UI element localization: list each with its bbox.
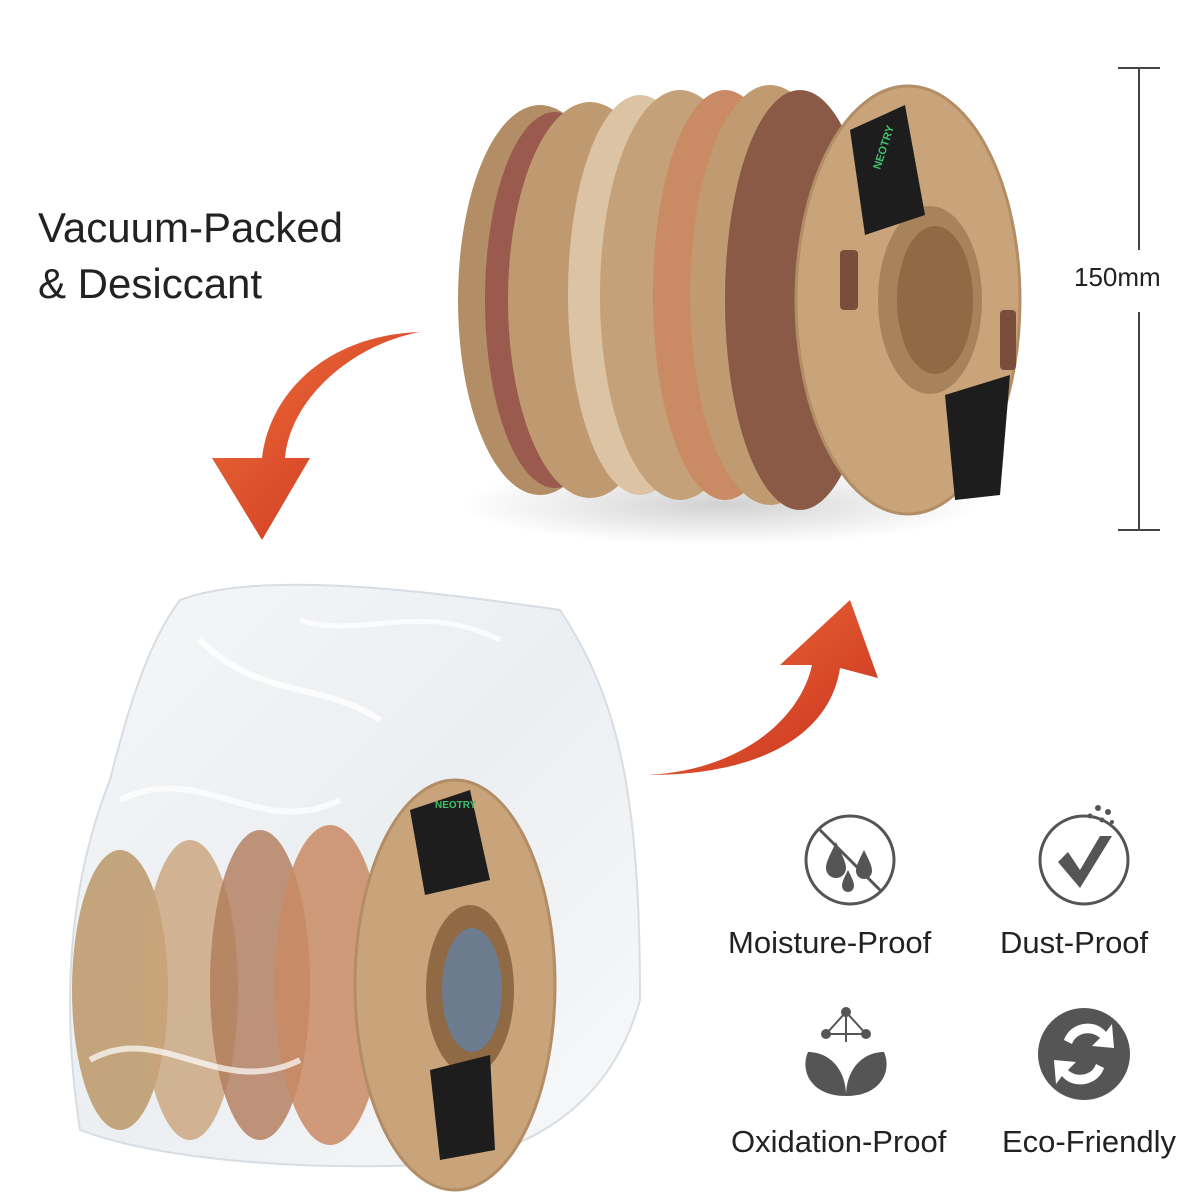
recycle-icon xyxy=(1038,1008,1130,1100)
arrow-down-icon xyxy=(212,332,420,540)
vacuum-packed-spools: NEOTRY xyxy=(69,583,642,1192)
spool-4-front: NEOTRY xyxy=(725,84,1022,516)
molecule-leaf-icon xyxy=(805,1007,887,1096)
dust-shield-icon xyxy=(1038,805,1130,906)
feature-label-dust-proof: Dust-Proof xyxy=(1000,925,1149,960)
feature-label-eco-friendly: Eco-Friendly xyxy=(1002,1124,1176,1159)
headline-line-2: & Desiccant xyxy=(38,260,263,307)
feature-label-moisture-proof: Moisture-Proof xyxy=(728,925,932,960)
feature-label-oxidation-proof: Oxidation-Proof xyxy=(731,1124,947,1159)
headline: Vacuum-Packed & Desiccant xyxy=(38,200,343,312)
arrow-up-icon xyxy=(648,600,878,775)
spool-stack-top: NEOTRY xyxy=(458,84,1022,545)
dimension-label: 150mm xyxy=(1074,262,1161,292)
bag-spool-brand-label: NEOTRY xyxy=(435,800,477,811)
no-water-drops-icon xyxy=(804,814,896,906)
headline-line-1: Vacuum-Packed xyxy=(38,204,344,251)
dimension-bracket xyxy=(1118,67,1160,531)
